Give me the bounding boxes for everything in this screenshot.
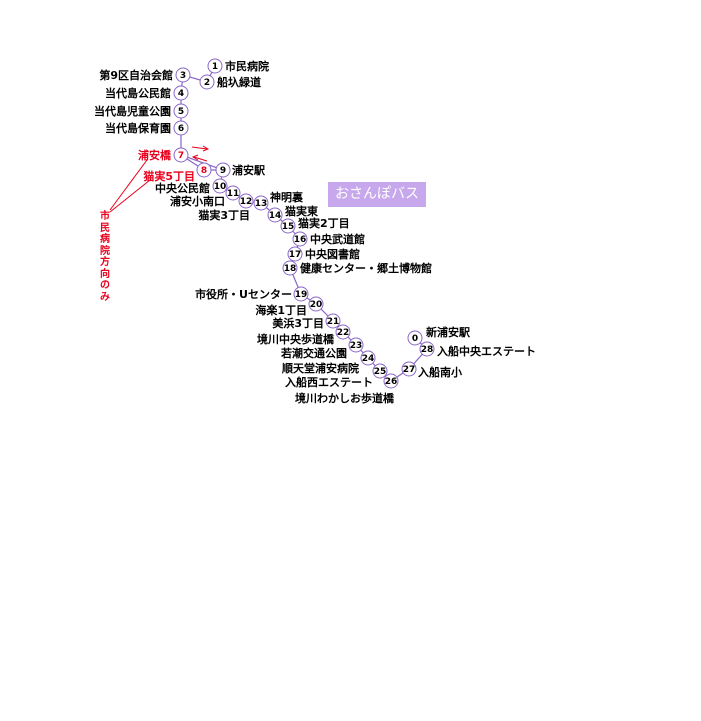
stop-number: 18 — [284, 264, 297, 274]
stop-marker — [175, 67, 191, 83]
stop-marker — [325, 313, 341, 329]
stop-name: 市民病院 — [225, 59, 269, 73]
stop-marker — [215, 162, 231, 178]
stop-number: 28 — [421, 345, 434, 355]
stop-number: 12 — [240, 197, 253, 207]
stop-number: 23 — [350, 341, 363, 351]
stop-name: 浦安駅 — [232, 163, 265, 177]
stop-number: 13 — [255, 199, 268, 209]
stop-marker — [173, 147, 189, 163]
stop-marker — [360, 350, 376, 366]
stop-marker — [199, 74, 215, 90]
stop-number: 17 — [289, 250, 302, 260]
stop-marker — [407, 330, 423, 346]
stop-number: 1 — [212, 62, 218, 72]
stop-number: 14 — [269, 211, 282, 221]
stop-number: 0 — [412, 334, 418, 344]
stop-name: 当代島児童公園 — [94, 104, 171, 118]
stop-number: 7 — [178, 151, 184, 161]
stop-name: 猫実5丁目 — [143, 169, 195, 183]
stop-marker — [401, 361, 417, 377]
stop-name: 浦安小南口 — [170, 194, 225, 208]
stop-name: 船圦緑道 — [217, 75, 261, 89]
route-name-badge: おさんぽバス — [328, 182, 426, 207]
stop-name: 順天堂浦安病院 — [282, 361, 359, 375]
stop-number: 6 — [178, 124, 184, 134]
direction-arrow-left — [193, 156, 208, 162]
stop-marker — [287, 246, 303, 262]
stop-number: 19 — [295, 290, 308, 300]
stop-marker — [196, 162, 212, 178]
stop-number: 2 — [204, 78, 210, 88]
stop-marker — [292, 231, 308, 247]
stop-marker — [173, 103, 189, 119]
stop-name: 中央公民館 — [155, 181, 210, 195]
stop-number: 27 — [403, 365, 416, 375]
stop-marker — [253, 195, 269, 211]
stop-number: 3 — [180, 71, 186, 81]
stop-number: 15 — [282, 222, 295, 232]
stop-number: 20 — [310, 300, 323, 310]
stop-marker — [267, 207, 283, 223]
arrow-head-right-icon — [202, 145, 210, 152]
stop-name: 中央武道館 — [310, 232, 365, 246]
stop-marker — [293, 286, 309, 302]
stop-marker — [419, 341, 435, 357]
stop-marker — [335, 324, 351, 340]
stop-number: 8 — [201, 166, 207, 176]
stop-marker — [212, 178, 228, 194]
stop-name: 第9区自治会館 — [99, 68, 173, 82]
stop-number: 24 — [362, 354, 375, 364]
stop-number: 4 — [178, 89, 184, 99]
stop-marker — [282, 260, 298, 276]
stop-name: 健康センター・郷土博物館 — [300, 261, 432, 275]
stop-name: 浦安橋 — [138, 148, 172, 162]
stop-number: 21 — [327, 317, 340, 327]
stop-marker — [173, 85, 189, 101]
arrow-head-left-icon — [191, 154, 199, 161]
stop-name: 中央図書館 — [305, 247, 360, 261]
stop-number: 25 — [374, 367, 387, 377]
stop-marker — [173, 120, 189, 136]
stop-number: 11 — [227, 189, 240, 199]
stop-marker — [372, 363, 388, 379]
stop-marker — [348, 337, 364, 353]
stop-number: 5 — [178, 107, 184, 117]
stop-number: 16 — [294, 235, 307, 245]
stop-name: 猫実東 — [285, 204, 319, 218]
stop-number: 10 — [214, 182, 227, 192]
stop-name: 猫実2丁目 — [298, 216, 350, 230]
direction-arrow-right — [191, 146, 208, 150]
stop-marker — [225, 185, 241, 201]
note-pointer-line-8 — [109, 179, 151, 213]
stop-name: 入船中央エステート — [437, 344, 536, 358]
stop-name: 当代島公民館 — [105, 86, 171, 100]
stop-name: 市役所・Uセンター — [195, 287, 292, 301]
stop-name: 入船西エステート — [285, 375, 373, 389]
stop-name: 美浜3丁目 — [272, 316, 324, 330]
note-pointer-line-7 — [109, 159, 148, 211]
route-line — [180, 65, 428, 382]
stop-number: 26 — [385, 377, 398, 387]
stop-name: 入船南小 — [418, 365, 462, 379]
stop-name: 海楽1丁目 — [255, 303, 307, 317]
stop-name: 神明裏 — [270, 190, 304, 204]
direction-note: 市民病院方向のみ — [100, 211, 110, 303]
stop-name: 境川わかしお歩道橋 — [295, 391, 395, 405]
stop-marker — [308, 296, 324, 312]
stop-name: 境川中央歩道橋 — [257, 332, 335, 346]
stop-name: 新浦安駅 — [426, 325, 470, 339]
stop-name: 猫実3丁目 — [198, 208, 250, 222]
stop-name: 当代島保育園 — [105, 121, 171, 135]
stop-marker — [383, 373, 399, 389]
stop-number: 9 — [220, 166, 226, 176]
stop-marker — [280, 218, 296, 234]
stop-number: 22 — [337, 328, 350, 338]
stop-marker — [207, 58, 223, 74]
stop-marker — [238, 193, 254, 209]
stop-name: 若潮交通公園 — [281, 346, 347, 360]
